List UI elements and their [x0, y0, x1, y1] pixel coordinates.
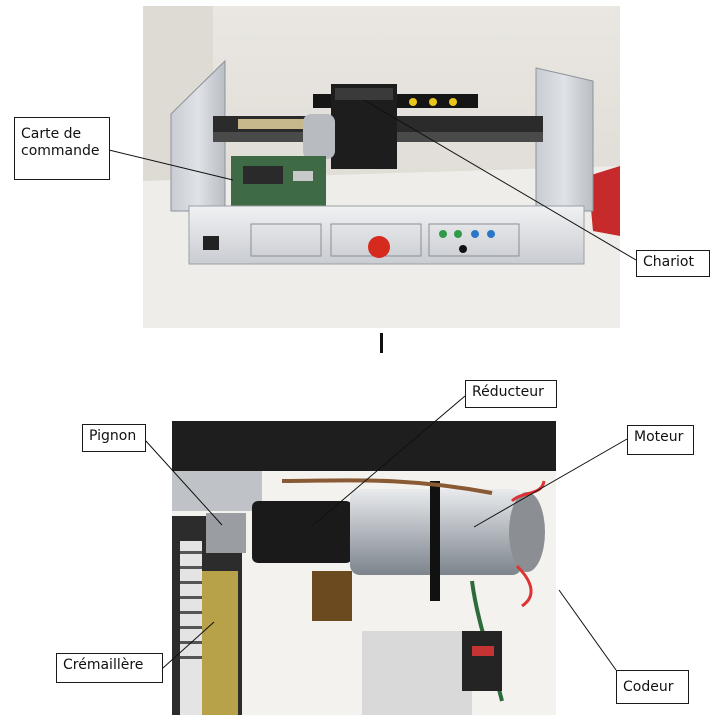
label-carte-de-commande: Carte de commande: [14, 117, 110, 180]
linear-axis-illustration: [143, 6, 620, 328]
label-moteur: Moteur: [627, 425, 694, 455]
divider-mark: [380, 333, 383, 353]
label-codeur: Codeur: [616, 670, 689, 704]
label-chariot: Chariot: [636, 250, 710, 277]
motor-closeup-photo: [172, 421, 556, 715]
label-cremaillere: Crémaillère: [56, 653, 163, 683]
motor-closeup-illustration: [172, 421, 556, 715]
linear-axis-photo: [143, 6, 620, 328]
label-reducteur: Réducteur: [465, 380, 557, 408]
leader-codeur: [558, 589, 617, 671]
label-pignon: Pignon: [82, 424, 146, 452]
